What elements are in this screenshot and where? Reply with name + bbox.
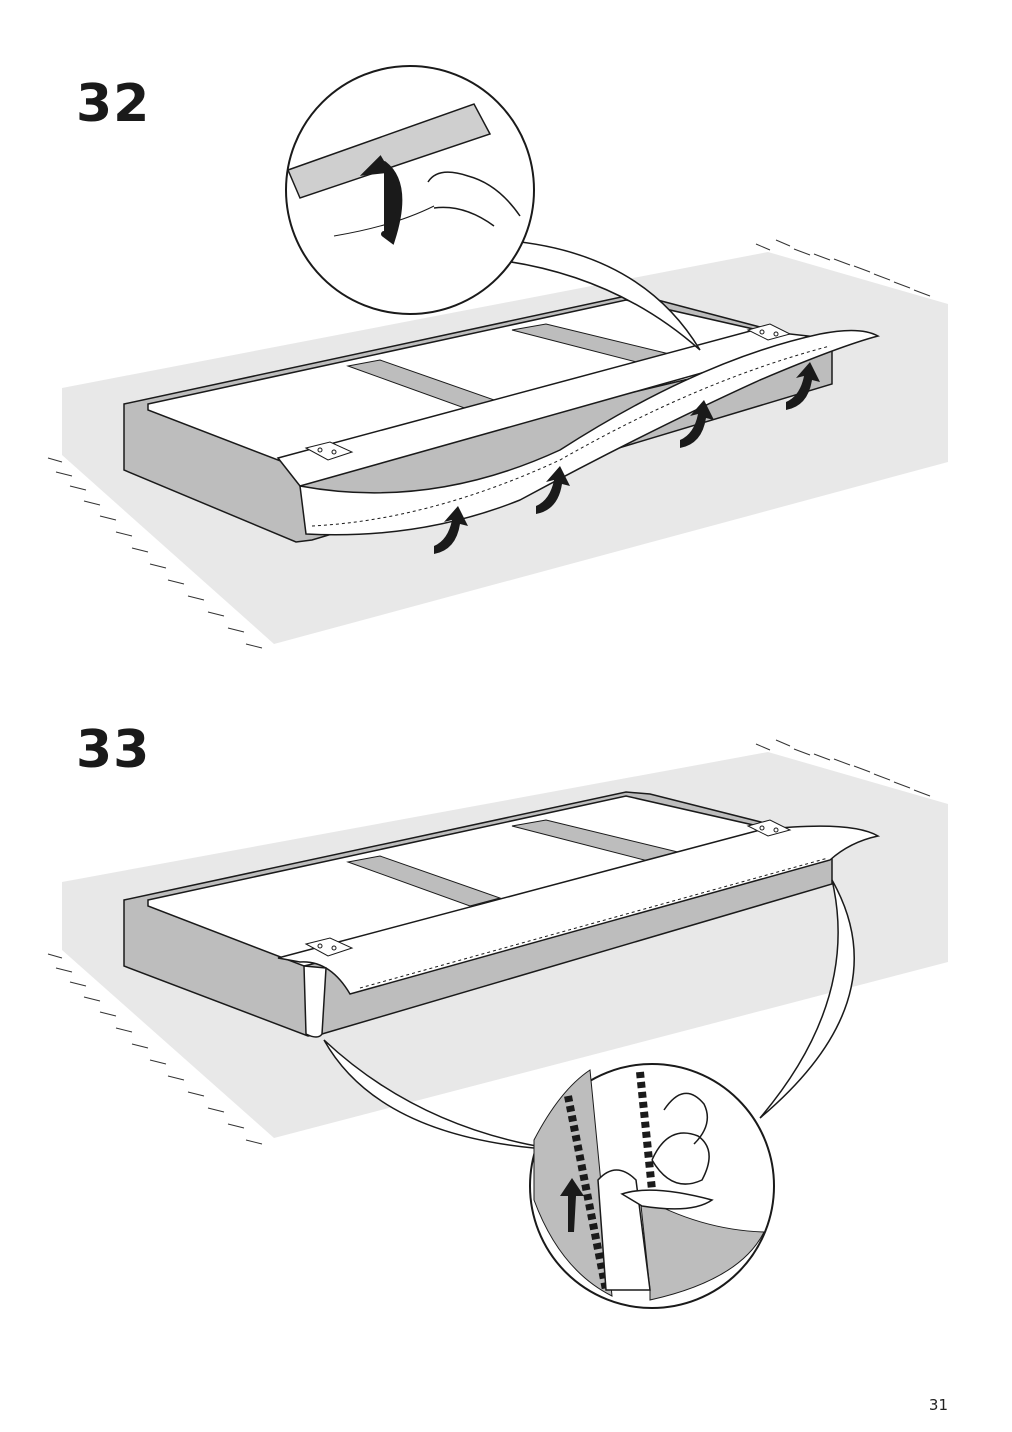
fabric-flap [299,329,880,536]
bracket-right [746,819,792,837]
lift-arrow-icon [434,362,820,554]
bracket-left [304,441,354,461]
rug-fringe [47,739,931,1145]
fabric-corner [303,965,327,1038]
step-32-number: 32 [76,74,151,134]
callout-tail [759,879,855,1119]
step-33-number: 33 [76,720,151,780]
rug-fringe [47,239,931,649]
zipper-close-up-icon [533,1069,765,1301]
step-32-illustration [47,65,948,649]
slat [346,855,502,907]
bracket-left [304,937,354,957]
page-number: 31 [928,1396,948,1414]
step-33-illustration [47,739,948,1309]
bracket-right [746,323,792,341]
velcro-strip-fold-up-icon [286,103,521,245]
